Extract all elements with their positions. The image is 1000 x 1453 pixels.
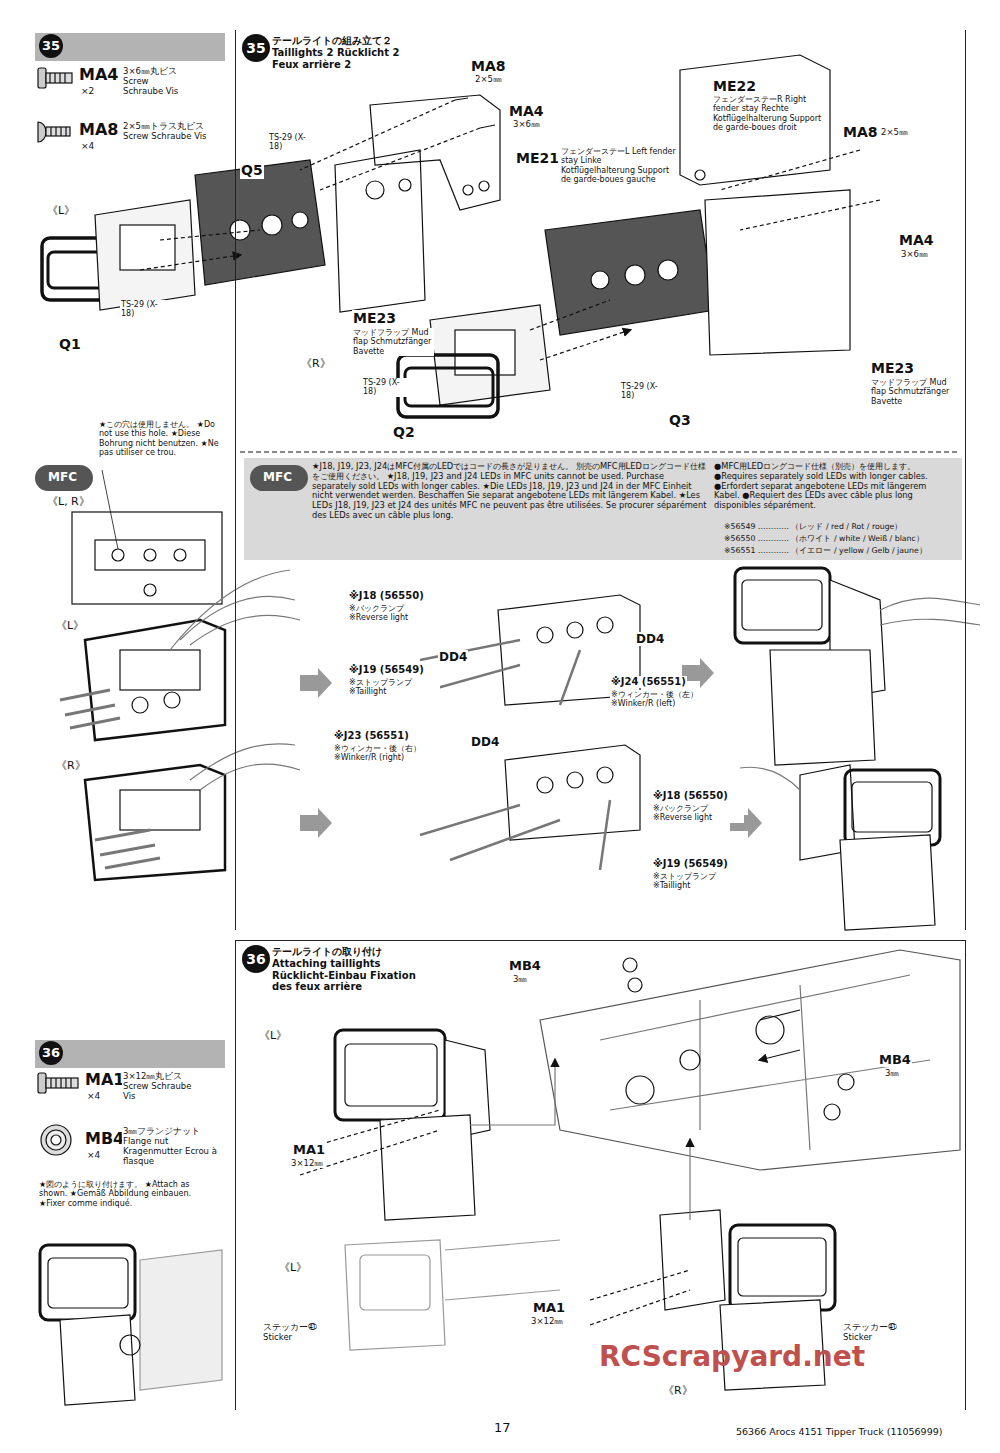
label-text: 3㎜フランジナット Flange nut Kragenmutter Ecrou … xyxy=(122,1126,219,1166)
node-text: ●MFC用LEDロングコード仕様（別売）を使用します。 ●Requires se… xyxy=(714,462,954,511)
part-code: MA4 xyxy=(508,103,545,120)
step-number-text: 35 xyxy=(39,34,63,58)
mfc-badge: MFC xyxy=(250,465,308,491)
part-code: MA4 xyxy=(898,232,935,249)
part-code: MB4 xyxy=(878,1052,912,1067)
label-text: ステッカー㊶ Sticker xyxy=(842,1322,914,1342)
label-text: TS-29 (X-18) xyxy=(120,300,166,319)
label-text: ステッカー㊶ Sticker xyxy=(262,1322,334,1342)
node-text: ※56549 ………… （レッド / red / Rot / rouge） xyxy=(724,522,959,531)
label-text: 2×5㎜ xyxy=(474,74,503,84)
part-code: Q1 xyxy=(58,336,82,353)
part-code: ※J18 (56550) xyxy=(348,590,425,602)
label-text: TS-29 (X-18) xyxy=(268,133,314,152)
watermark: RCScrapyard.net xyxy=(598,1340,866,1373)
step-band: 35 xyxy=(35,33,225,61)
step-number-text: 36 xyxy=(39,1041,63,1065)
step-band: 36 xyxy=(35,1040,225,1068)
label-text: ※ウィンカー・後（左） ※Winker/R (left) xyxy=(610,690,722,709)
mfc-badge: MFC xyxy=(35,465,93,491)
label-text: 《R》 xyxy=(662,1385,694,1398)
part-code: ※J18 (56550) xyxy=(652,790,729,802)
label-text: ※バックランプ ※Reverse light xyxy=(348,604,440,623)
step-number: 35 xyxy=(242,34,273,65)
label-text: マッドフラップ Mud flap Schmutzfänger Bavette xyxy=(352,328,434,356)
part-code: MA8 xyxy=(78,121,119,140)
label-text: TS-29 (X-18) xyxy=(362,378,408,397)
note-band: ★J18, J19, J23, J24はMFC付属のLEDではコードの長さが足り… xyxy=(244,458,962,560)
label-text: 《L》 xyxy=(258,1030,288,1043)
part-code: MA1 xyxy=(292,1142,326,1157)
step-number-text: 35 xyxy=(242,34,270,62)
label-text: 3×12㎜ xyxy=(530,1316,564,1326)
node-text: ※56550 ………… （ホワイト / white / Weiß / blanc… xyxy=(724,534,959,543)
part-code: Q3 xyxy=(668,412,692,429)
label-text: 《R》 xyxy=(55,760,87,773)
label-text: ※ストップランプ ※Taillight xyxy=(348,678,440,697)
part-code: ※J24 (56551) xyxy=(610,676,687,688)
label-text: ★図のように取り付けます。 ★Attach as shown. ★Gemäß A… xyxy=(38,1180,210,1208)
part-code: ※J19 (56549) xyxy=(652,858,729,870)
part-code: MA4 xyxy=(78,66,119,85)
label-text: フェンダーステーL Left fender stay Linke Kotflüg… xyxy=(560,147,677,185)
part-code: ME21 xyxy=(515,150,560,167)
part-code: MB4 xyxy=(508,958,542,973)
part-code: MA1 xyxy=(532,1300,566,1315)
label-text: 《L》 xyxy=(278,1262,308,1275)
part-code: DD4 xyxy=(635,632,665,646)
label-text: 《R》 xyxy=(300,358,332,371)
node-text: ※56551 ………… （イエロー / yellow / Gelb / jaun… xyxy=(724,546,959,555)
label-text: ※ウィンカー・後（右） ※Winker/R (right) xyxy=(333,744,450,763)
part-code: ME22 xyxy=(712,78,757,95)
label-text: ×2 xyxy=(80,86,95,97)
part-code: MB4 xyxy=(84,1130,125,1149)
label-text: ×4 xyxy=(80,141,95,152)
label-text: 3×6㎜ xyxy=(900,249,929,259)
label-text: 3㎜ xyxy=(512,974,528,984)
label-text: ※バックランプ ※Reverse light xyxy=(652,804,744,823)
part-code: ※J23 (56551) xyxy=(333,730,410,742)
part-code: MA8 xyxy=(470,58,507,75)
node-text: テールライトの組み立て２ Taillights 2 Rücklicht 2 Fe… xyxy=(272,35,422,70)
label-text: 3㎜ xyxy=(884,1068,900,1078)
part-code: MA1 xyxy=(84,1071,125,1090)
node-text: MFC xyxy=(250,470,305,484)
part-code: ME23 xyxy=(870,360,915,377)
label-text: 3×6㎜ xyxy=(512,119,541,129)
label-text: 3×12㎜丸ビス Screw Schraube Vis xyxy=(122,1071,194,1101)
part-code: ※J19 (56549) xyxy=(348,664,425,676)
label-text: 17 xyxy=(493,1420,512,1435)
node-text: MFC xyxy=(35,470,90,484)
label-text: TS-29 (X-18) xyxy=(620,382,666,401)
node-text: テールライトの取り付け Attaching taillights Rücklic… xyxy=(272,946,422,993)
part-code: DD4 xyxy=(438,650,468,664)
part-code: ME23 xyxy=(352,310,397,327)
part-code: Q2 xyxy=(392,424,416,441)
label-text: 3×12㎜ xyxy=(290,1158,324,1168)
step-number: 36 xyxy=(242,945,273,976)
step-number-text: 36 xyxy=(242,945,270,973)
part-code: Q5 xyxy=(240,162,264,179)
part-code: MA8 xyxy=(842,124,879,141)
label-text: 《L, R》 xyxy=(46,496,91,509)
label-text: フェンダーステーR Right fender stay Rechte Kotfl… xyxy=(712,95,824,133)
label-text: ※ストップランプ ※Taillight xyxy=(652,872,744,891)
label-text: 《L》 xyxy=(46,205,76,218)
node-text: ★J18, J19, J23, J24はMFC付属のLEDではコードの長さが足り… xyxy=(312,462,707,521)
label-text: 2×5㎜ xyxy=(880,127,909,137)
label-text: 《L》 xyxy=(55,620,85,633)
label-text: マッドフラップ Mud flap Schmutzfänger Bavette xyxy=(870,378,952,406)
label-text: ★この穴は使用しません。 ★Do not use this hole. ★Die… xyxy=(98,420,230,458)
label-text: ×4 xyxy=(86,1091,101,1102)
part-code: DD4 xyxy=(470,735,500,749)
label-text: ×4 xyxy=(86,1150,101,1161)
label-text: 2×5㎜トラス丸ビス Screw Schraube Vis xyxy=(122,121,209,141)
label-text: 56366 Arocs 4151 Tipper Truck (11056999) xyxy=(735,1426,943,1437)
label-text: 3×6㎜丸ビス Screw Schraube Vis xyxy=(122,66,186,96)
